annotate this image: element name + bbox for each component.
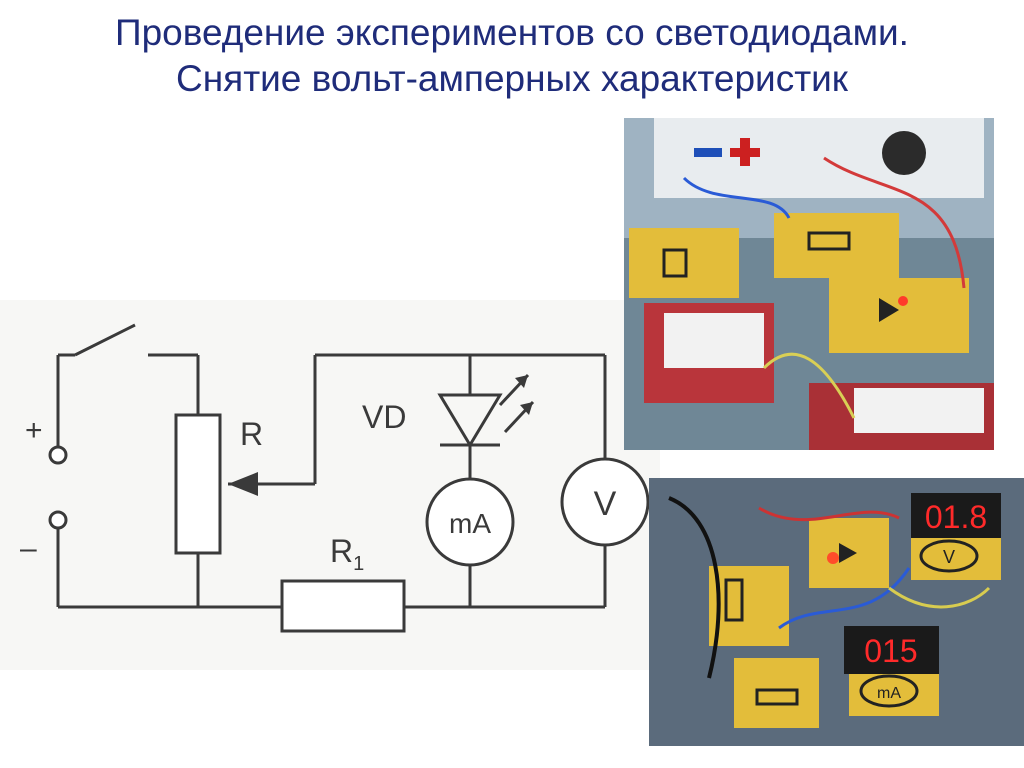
rheostat-body bbox=[174, 413, 222, 555]
analog-meter-1-face bbox=[664, 313, 764, 368]
plus-sign-vertical bbox=[740, 138, 750, 166]
slide-title-line-2: Снятие вольт-амперных характеристик bbox=[176, 58, 848, 99]
led-arrowhead-1 bbox=[515, 375, 528, 388]
board-rheostat bbox=[774, 213, 899, 278]
resistor-r1-subscript: 1 bbox=[353, 553, 364, 575]
power-supply-unit bbox=[654, 118, 984, 198]
resistor-r1-label: R1 bbox=[330, 533, 364, 575]
wire-red bbox=[823, 156, 966, 289]
power-knob-icon bbox=[882, 131, 926, 175]
wire-black bbox=[668, 496, 721, 679]
voltmeter-display-value: 01.8 bbox=[925, 499, 987, 535]
wire-yellow bbox=[888, 586, 991, 609]
circuit-schematic: + – R R1 VD mA V bbox=[0, 300, 660, 670]
slider-arrowhead bbox=[228, 472, 258, 496]
led-symbol-icon bbox=[839, 543, 857, 563]
diode-label: VD bbox=[362, 399, 406, 435]
led-symbol-icon bbox=[879, 298, 899, 322]
wire-yellow bbox=[762, 352, 856, 419]
slide-title: Проведение экспериментов со светодиодами… bbox=[0, 10, 1024, 102]
minus-terminal bbox=[48, 510, 68, 530]
voltmeter-label: V bbox=[594, 485, 617, 523]
slide-title-line-1: Проведение экспериментов со светодиодами… bbox=[115, 12, 909, 53]
diode-triangle bbox=[437, 393, 503, 448]
resistor-r1-letter: R bbox=[330, 533, 353, 569]
ammeter-symbol-label: mA bbox=[877, 685, 901, 702]
wire-blue bbox=[682, 176, 791, 219]
board-led bbox=[829, 278, 969, 353]
voltmeter-display bbox=[911, 493, 1001, 538]
photo-digital-setup: V mA 01.8 015 bbox=[649, 478, 1024, 746]
ammeter-label: mA bbox=[449, 508, 491, 539]
resistor-symbol bbox=[755, 688, 799, 706]
resistor-r1-body bbox=[280, 579, 406, 633]
ammeter-display-value: 015 bbox=[864, 633, 917, 669]
switch-blade bbox=[74, 323, 136, 357]
resistor-symbol bbox=[662, 248, 688, 278]
board-resistor bbox=[629, 228, 739, 298]
rheostat-label: R bbox=[240, 416, 263, 452]
board-resistor bbox=[734, 658, 819, 728]
wire-blue bbox=[778, 567, 911, 630]
photo-analog-setup bbox=[624, 118, 994, 450]
ammeter-symbol bbox=[859, 674, 919, 708]
plus-terminal bbox=[48, 445, 68, 465]
board-rheostat bbox=[709, 566, 789, 646]
plus-label: + bbox=[25, 414, 43, 447]
wire-red bbox=[758, 506, 900, 522]
rheostat-symbol bbox=[807, 231, 851, 251]
rheostat-symbol bbox=[724, 578, 744, 622]
led-arrowhead-2 bbox=[520, 402, 533, 415]
voltmeter-symbol bbox=[919, 539, 979, 573]
voltmeter-symbol-label: V bbox=[943, 547, 955, 567]
analog-meter-2-face bbox=[854, 388, 984, 433]
minus-sign-icon bbox=[694, 148, 722, 157]
minus-label: – bbox=[20, 532, 37, 565]
board-ammeter bbox=[849, 666, 939, 716]
ammeter-display bbox=[844, 626, 939, 674]
led-glow bbox=[898, 296, 908, 306]
led-glow bbox=[827, 552, 839, 564]
